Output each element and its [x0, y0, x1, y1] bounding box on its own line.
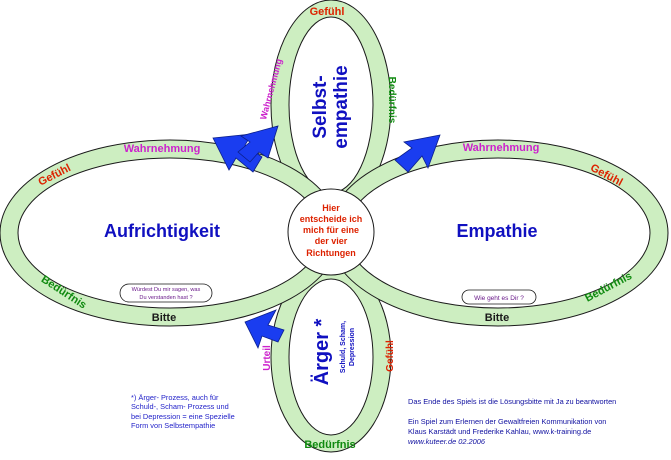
left-speech-bubble [119, 283, 213, 303]
right-speech-bubble [461, 289, 537, 305]
arrow-right-icon [394, 134, 441, 173]
center-circle [287, 188, 375, 276]
ring-top [270, 0, 392, 211]
left-bubble-line1: Würdest Du mir sagen, was [132, 287, 201, 293]
info-line4: www.kuteer.de 02.2006 [408, 437, 485, 446]
right-perception-label: Wahrnehmung [463, 142, 540, 154]
footnote-line4: Form von Selbstempathie [131, 421, 216, 431]
footnote-line3: bei Depression = eine Spezielle [131, 411, 235, 421]
right-title: Empathie [456, 221, 537, 241]
top-title-line1: Selbst- [310, 75, 331, 138]
footnote: *) Ärger- Prozess, auch für Schuld-, Sch… [131, 393, 249, 431]
right-bubble-text: Wie geht es Dir ? [474, 295, 524, 302]
center-line2: entscheide ich [300, 214, 363, 224]
info-block: Das Ende des Spiels ist die Lösungsbitte… [408, 397, 668, 447]
center-line4: der vier [315, 236, 348, 246]
left-title: Aufrichtigkeit [104, 221, 220, 241]
top-title-line2: empathie [331, 65, 352, 148]
bottom-judgement-label: Urteil [262, 345, 273, 371]
center-line3: mich für eine [303, 225, 359, 235]
bottom-needs-label: Bedürfnis [304, 439, 355, 451]
info-line1: Das Ende des Spiels ist die Lösungsbitte… [408, 397, 617, 406]
arrow-down-left-icon [244, 309, 285, 350]
center-line1: Hier [322, 203, 340, 213]
ring-left [0, 139, 341, 327]
arrow-up-right-icon [237, 125, 279, 163]
bottom-subtitle-line1: Schuld, Scham, [340, 321, 347, 373]
right-request-label: Bitte [485, 312, 509, 324]
bottom-subtitle-line2: Depression [349, 328, 356, 366]
footnote-line2: Schuld-, Scham- Prozess und [131, 402, 229, 412]
info-line3: Klaus Karstädt und Frederike Kahlau, www… [408, 427, 592, 436]
left-request-label: Bitte [152, 312, 176, 324]
left-bubble-line2: Du verstanden hast ? [139, 295, 192, 301]
info-line2: Ein Spiel zum Erlernen der Gewaltfreien … [408, 417, 607, 426]
center-line5: Richtungen [306, 248, 356, 258]
top-feeling-label: Gefühl [310, 6, 345, 18]
bottom-title: Ärger * [310, 318, 333, 385]
left-perception-label: Wahrnehmung [124, 143, 201, 155]
ring-right [327, 139, 669, 327]
footnote-line1: *) Ärger- Prozess, auch für [131, 393, 219, 402]
bottom-feeling-label: Gefühl [385, 340, 396, 372]
ring-bottom [270, 261, 392, 453]
top-needs-label: Bedürfnis [386, 77, 397, 124]
